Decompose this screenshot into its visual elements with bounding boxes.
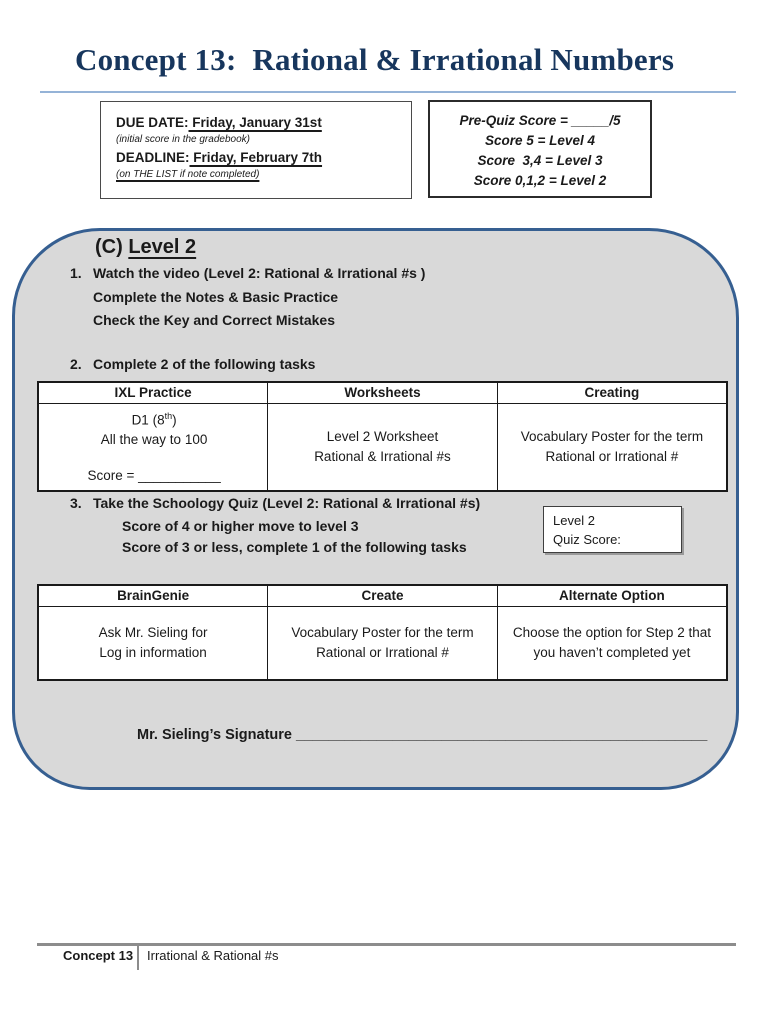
- prequiz-score-box: Pre-Quiz Score = _____/5 Score 5 = Level…: [428, 100, 652, 198]
- alt-table-body-row: Ask Mr. Sieling for Log in information V…: [37, 605, 728, 681]
- tasks-table: IXL Practice Worksheets Creating D1 (8th…: [37, 381, 728, 492]
- step1-line3: Check the Key and Correct Mistakes: [93, 312, 335, 328]
- alt-cell-create: Vocabulary Poster for the term Rational …: [267, 605, 498, 681]
- ixl-skill-superscript: th: [164, 410, 173, 421]
- tasks-table-header-row: IXL Practice Worksheets Creating: [37, 381, 728, 404]
- level-heading: (C) Level 2: [95, 236, 196, 259]
- alt-table-header-row: BrainGenie Create Alternate Option: [37, 584, 728, 607]
- tasks-cell-worksheets: Level 2 Worksheet Rational & Irrational …: [267, 402, 498, 492]
- signature-blank: ________________________________________…: [296, 727, 708, 743]
- page-title: Concept 13: Rational & Irrational Number…: [75, 42, 675, 77]
- step3-text: Take the Schoology Quiz (Level 2: Ration…: [93, 495, 481, 511]
- step3-sub1: Score of 4 or higher move to level 3: [122, 518, 359, 534]
- alt-cell-alternate: Choose the option for Step 2 that you ha…: [496, 605, 728, 681]
- prequiz-line-4: Score 0,1,2 = Level 2: [473, 173, 607, 188]
- deadline-label: DEADLINE:: [116, 150, 190, 165]
- level-heading-prefix: (C): [95, 236, 129, 258]
- tasks-cell-ixl: D1 (8th) All the way to 100 Score = ____…: [37, 402, 269, 492]
- footer-topic-label: Irrational & Rational #s: [147, 948, 279, 963]
- signature-label: Mr. Sieling’s Signature: [137, 727, 296, 743]
- step1-number: 1.: [70, 265, 82, 281]
- due-date-value: Friday, January 31st: [188, 115, 322, 130]
- due-date-line: DUE DATE: Friday, January 31st: [116, 115, 401, 130]
- step1-line1: Watch the video (Level 2: Rational & Irr…: [93, 265, 426, 281]
- tasks-table-body-row: D1 (8th) All the way to 100 Score = ____…: [37, 402, 728, 492]
- ixl-goal-line: All the way to 100: [100, 432, 208, 447]
- worksheets-line2: Rational & Irrational #s: [314, 448, 451, 464]
- step3-sub2: Score of 3 or less, complete 1 of the fo…: [122, 539, 467, 555]
- due-date-label: DUE DATE:: [116, 115, 189, 130]
- creating-line1: Vocabulary Poster for the term: [520, 428, 704, 444]
- deadline-line: DEADLINE: Friday, February 7th: [116, 150, 401, 165]
- alternate-tasks-table: BrainGenie Create Alternate Option Ask M…: [37, 584, 728, 681]
- alt-table-header-braingenie: BrainGenie: [37, 584, 269, 607]
- prequiz-line-2: Score 5 = Level 4: [485, 133, 595, 148]
- prequiz-line-3: Score 3,4 = Level 3: [477, 153, 603, 168]
- footer-divider: [137, 944, 139, 970]
- step1-line2: Complete the Notes & Basic Practice: [93, 289, 339, 305]
- braingenie-line2: Log in information: [99, 644, 207, 660]
- step3-number: 3.: [70, 495, 82, 511]
- ixl-spacer: [47, 450, 261, 466]
- ixl-skill-text: D1 (8: [131, 412, 165, 427]
- quiz-box-score-label: Quiz Score:: [553, 532, 621, 547]
- alternate-line1: Choose the option for Step 2 that: [512, 624, 711, 640]
- alt-table-header-create: Create: [267, 584, 498, 607]
- ixl-skill-line: D1 (8th): [47, 406, 261, 431]
- tasks-table-header-creating: Creating: [496, 381, 728, 404]
- braingenie-line1: Ask Mr. Sieling for: [98, 624, 208, 640]
- create-line1: Vocabulary Poster for the term: [291, 624, 474, 640]
- signature-line: Mr. Sieling’s Signature ________________…: [137, 727, 707, 743]
- quiz-score-box: Level 2 Quiz Score:: [543, 506, 682, 553]
- footer-concept-label: Concept 13: [63, 948, 134, 963]
- deadline-value: Friday, February 7th: [189, 150, 323, 165]
- ixl-score-line: Score = ___________: [47, 466, 261, 486]
- alternate-line2: you haven’t completed yet: [533, 644, 691, 660]
- ixl-score-label: Score =: [87, 468, 139, 483]
- alt-cell-braingenie: Ask Mr. Sieling for Log in information: [37, 605, 269, 681]
- prequiz-line-1: Pre-Quiz Score = _____/5: [459, 113, 621, 128]
- ixl-skill-close: ): [172, 412, 177, 427]
- deadline-note: (on THE LIST if note completed): [116, 169, 260, 180]
- ixl-score-blank: ___________: [138, 468, 221, 483]
- step2-number: 2.: [70, 356, 82, 372]
- create-line2: Rational or Irrational #: [316, 644, 449, 660]
- quiz-box-level: Level 2: [553, 513, 595, 528]
- footer-rule: [37, 943, 736, 946]
- title-underline-rule: [40, 91, 736, 93]
- due-date-box: DUE DATE: Friday, January 31st (initial …: [100, 101, 412, 199]
- creating-line2: Rational or Irrational #: [545, 448, 679, 464]
- level-heading-text: Level 2: [128, 236, 197, 258]
- tasks-table-header-ixl: IXL Practice: [37, 381, 269, 404]
- tasks-table-header-worksheets: Worksheets: [267, 381, 498, 404]
- worksheets-line1: Level 2 Worksheet: [326, 428, 439, 444]
- tasks-cell-creating: Vocabulary Poster for the term Rational …: [496, 402, 728, 492]
- step2-text: Complete 2 of the following tasks: [93, 356, 316, 372]
- due-date-note: (initial score in the gradebook): [116, 134, 250, 145]
- alt-table-header-alternate: Alternate Option: [496, 584, 728, 607]
